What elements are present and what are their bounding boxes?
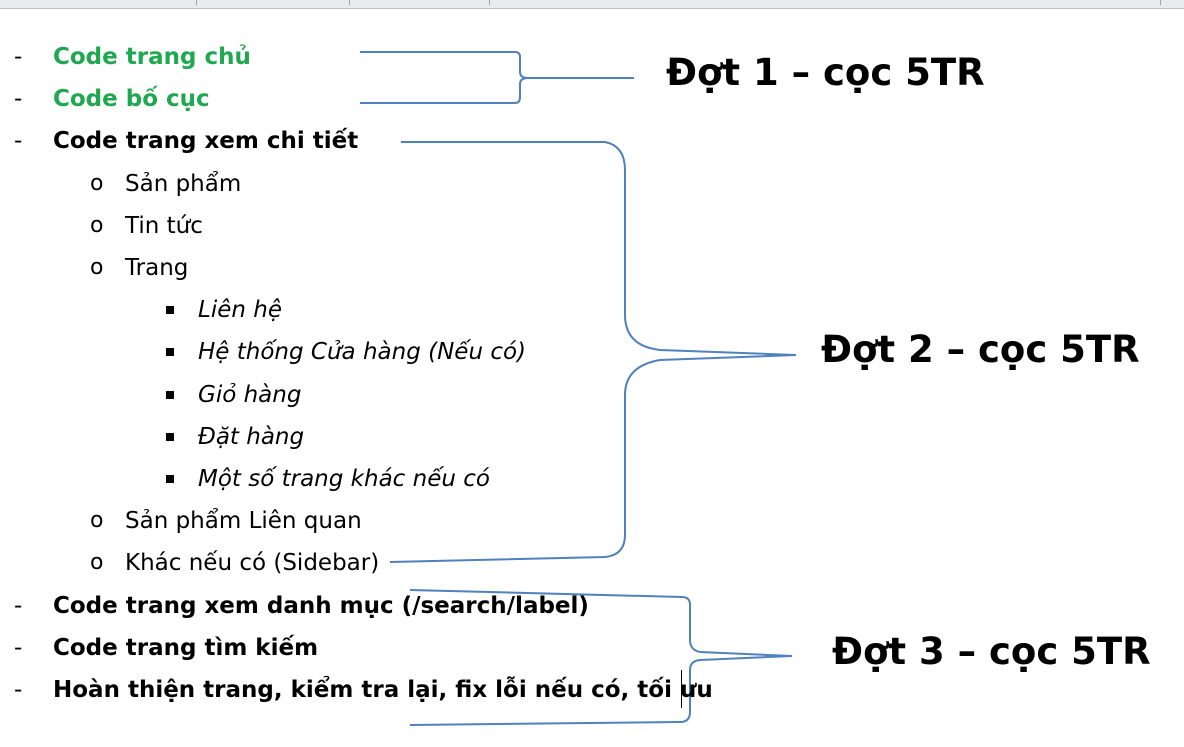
outline-item: Hệ thống Cửa hàng (Nếu có) <box>0 337 800 367</box>
outline-item: - Code trang xem chi tiết <box>0 126 800 156</box>
circle-bullet: o <box>90 171 104 196</box>
outline-item-text: Code trang xem chi tiết <box>53 128 359 154</box>
outline-item-text: Hoàn thiện trang, kiểm tra lại, fix lỗi … <box>53 677 713 703</box>
dash-bullet: - <box>14 635 23 661</box>
outline-item: o Khác nếu có (Sidebar) <box>0 548 800 578</box>
phase-2-brace <box>389 141 797 563</box>
square-bullet <box>166 433 174 441</box>
phase-2-label: Đợt 2 – cọc 5TR <box>821 328 1140 371</box>
square-bullet <box>166 475 174 483</box>
outline-item-text: Code trang chủ <box>53 44 251 70</box>
outline-item: - Code trang tìm kiếm <box>0 633 800 663</box>
dash-bullet: - <box>14 593 23 619</box>
outline-item-text: Sản phẩm <box>125 171 242 197</box>
square-bullet <box>166 348 174 356</box>
outline-item-text: Khác nếu có (Sidebar) <box>125 550 380 576</box>
outline-item: - Code trang chủ <box>0 42 800 72</box>
ruler-tick <box>1160 0 1161 5</box>
outline-item-text: Trang <box>125 255 189 281</box>
outline-item-text: Giỏ hàng <box>198 382 302 408</box>
ruler-bar <box>0 0 1184 9</box>
outline-item: - Hoàn thiện trang, kiểm tra lại, fix lỗi… <box>0 675 800 705</box>
phase-1-label: Đợt 1 – cọc 5TR <box>666 51 985 94</box>
outline-item: o Trang <box>0 253 800 283</box>
outline-item: o Tin tức <box>0 211 800 241</box>
outline-item-text: Tin tức <box>125 213 203 239</box>
outline-item: Đặt hàng <box>0 422 800 452</box>
outline-item: - Code bố cục <box>0 84 800 114</box>
ruler-tick <box>196 0 197 5</box>
dash-bullet: - <box>14 44 23 70</box>
phase-3-label: Đợt 3 – cọc 5TR <box>832 630 1151 673</box>
outline-item: o Sản phẩm Liên quan <box>0 506 800 536</box>
circle-bullet: o <box>90 255 104 280</box>
circle-bullet: o <box>90 550 104 575</box>
text-cursor <box>681 670 682 708</box>
outline-item-text: Code trang xem danh mục (/search/label) <box>53 593 589 619</box>
outline-item-text: Code bố cục <box>53 86 210 112</box>
square-bullet <box>166 391 174 399</box>
outline-item-text: Đặt hàng <box>198 424 305 450</box>
outline-item: - Code trang xem danh mục (/search/label) <box>0 591 800 621</box>
ruler-tick <box>489 0 490 5</box>
outline-item: Liên hệ <box>0 295 800 325</box>
circle-bullet: o <box>90 508 104 533</box>
dash-bullet: - <box>14 128 23 154</box>
outline-item: Giỏ hàng <box>0 380 800 410</box>
outline-item: Một số trang khác nếu có <box>0 464 800 494</box>
outline-item-text: Liên hệ <box>198 297 282 323</box>
outline-item-text: Hệ thống Cửa hàng (Nếu có) <box>198 339 527 365</box>
square-bullet <box>166 306 174 314</box>
outline-item-text: Một số trang khác nếu có <box>198 466 490 492</box>
outline-item: o Sản phẩm <box>0 169 800 199</box>
phase-1-brace <box>360 51 634 104</box>
dash-bullet: - <box>14 86 23 112</box>
outline-item-text: Sản phẩm Liên quan <box>125 508 362 534</box>
circle-bullet: o <box>90 213 104 238</box>
phase-3-brace <box>409 589 793 726</box>
ruler-tick <box>349 0 350 5</box>
dash-bullet: - <box>14 677 23 703</box>
outline-item-text: Code trang tìm kiếm <box>53 635 319 661</box>
